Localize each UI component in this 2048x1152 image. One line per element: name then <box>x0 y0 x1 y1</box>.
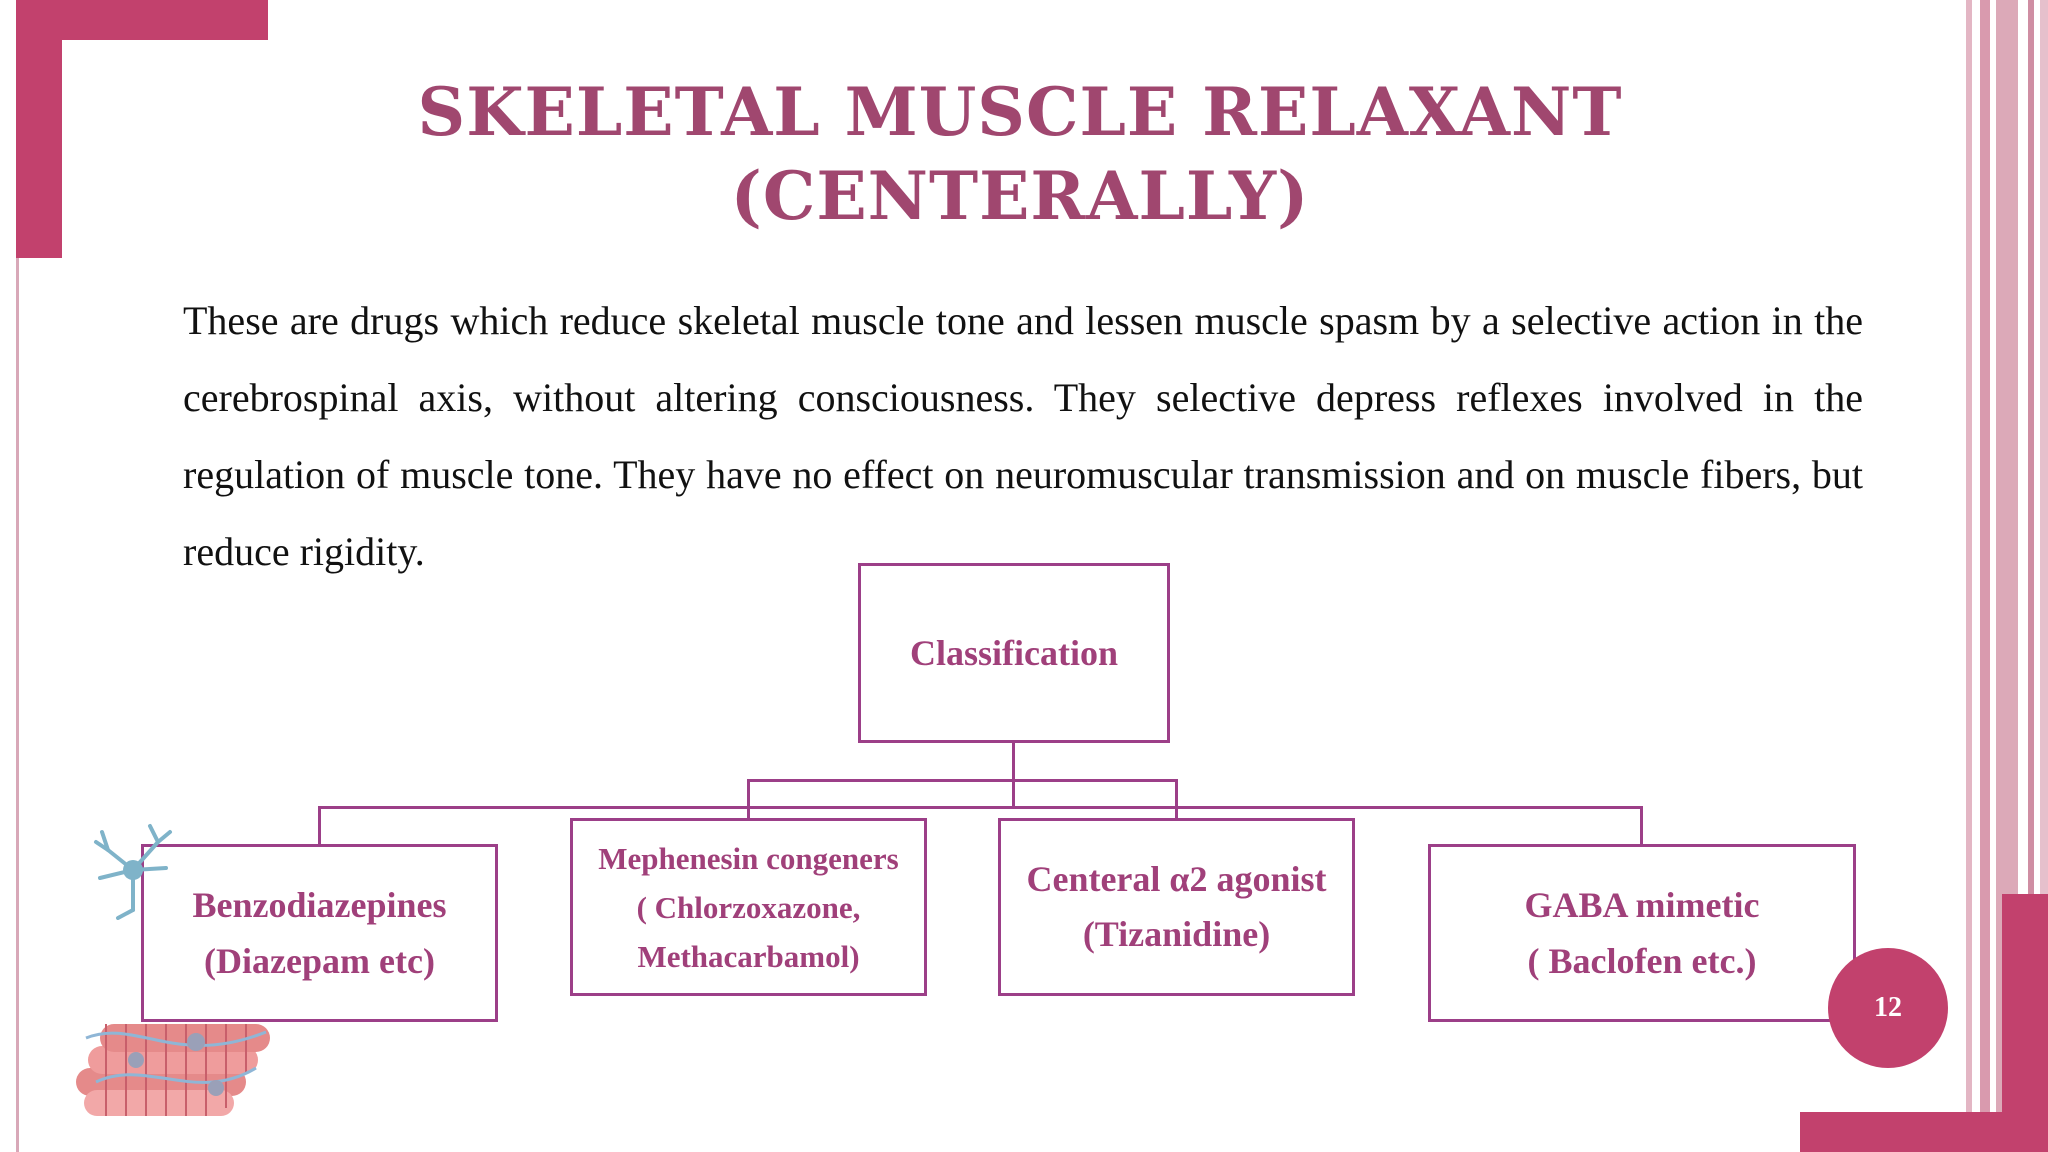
frame-right-band <box>2040 0 2048 1152</box>
node-alpha2-line-1: Centeral α2 agonist <box>1026 859 1327 899</box>
connector-bus-outer <box>318 806 1643 809</box>
node-mephenesin-line-3: Methacarbamol) <box>637 938 860 974</box>
slide-title-line-2: (Centerally) <box>730 157 1310 235</box>
muscle-fiber <box>84 1090 234 1116</box>
node-alpha2-line-2: (Tizanidine) <box>1082 914 1271 954</box>
connector-drop-3 <box>1175 779 1178 818</box>
connector-root-stem <box>1012 743 1015 807</box>
muscle-fiber-illustration-icon <box>76 1024 270 1116</box>
node-gaba-mimetic: GABA mimetic ( Baclofen etc.) <box>1428 844 1856 1022</box>
node-benzodiazepines: Benzodiazepines (Diazepam etc) <box>141 844 498 1022</box>
frame-right-vertical-bar <box>2002 894 2048 1152</box>
node-central-alpha2-agonist: Centeral α2 agonist (Tizanidine) <box>998 818 1355 996</box>
connector-drop-1 <box>318 806 321 844</box>
frame-bottom-right-bar <box>1800 1112 2048 1152</box>
connector-drop-2 <box>747 779 750 818</box>
slide-title: Skeletal muscle relaxant (Centerally) <box>280 70 1760 238</box>
neuron-illustration-icon <box>94 824 172 920</box>
muscle-fiber <box>88 1046 258 1074</box>
connector-drop-4 <box>1640 806 1643 844</box>
frame-left-thin-line <box>16 258 19 1152</box>
node-gaba-line-1: GABA mimetic <box>1524 885 1760 925</box>
node-gaba-line-2: ( Baclofen etc.) <box>1527 941 1757 981</box>
node-benzodiazepines-line-2: (Diazepam etc) <box>204 941 435 981</box>
frame-right-band <box>1996 0 2018 1152</box>
node-mephenesin-line-1: Mephenesin congeners <box>598 840 899 876</box>
node-mephenesin-congeners: Mephenesin congeners ( Chlorzoxazone, Me… <box>570 818 927 996</box>
neuron-body <box>123 860 143 880</box>
connector-bus-inner <box>747 779 1178 782</box>
frame-left-inner <box>62 40 268 258</box>
definition-paragraph: These are drugs which reduce skeletal mu… <box>183 298 1863 574</box>
slide-title-line-1: Skeletal muscle relaxant <box>417 73 1623 151</box>
node-mephenesin-line-2: ( Chlorzoxazone, <box>636 889 861 925</box>
node-benzodiazepines-line-1: Benzodiazepines <box>192 885 447 925</box>
frame-left-vertical-bar <box>16 0 62 258</box>
node-classification: Classification <box>858 563 1170 743</box>
frame-right-band <box>1966 0 1972 1152</box>
frame-right-band <box>1980 0 1990 1152</box>
node-classification-label: Classification <box>909 633 1118 673</box>
page-number-badge: 12 <box>1828 948 1948 1068</box>
frame-right-band <box>2028 0 2034 1152</box>
